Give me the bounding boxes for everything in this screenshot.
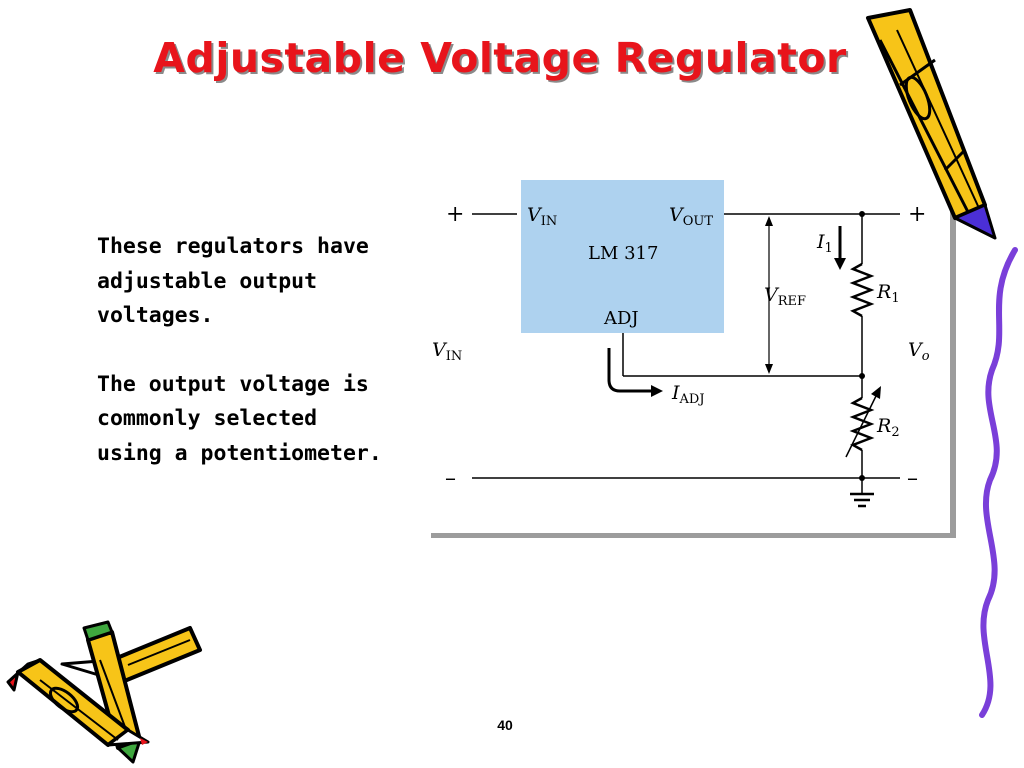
ic-vin-label: VIN — [527, 204, 557, 229]
iadj-label: IADJ — [671, 382, 705, 407]
potentiometer-arrow-head — [871, 386, 881, 399]
pencils-bottom-left-icon — [6, 620, 202, 764]
wavy-line-icon — [979, 247, 1018, 718]
vref-arrow-bottom — [765, 364, 773, 374]
ic-adj-label: ADJ — [603, 308, 639, 329]
circuit-diagram: VIN VOUT LM 317 ADJ + + VREF IADJ R1 I1 — [425, 180, 950, 533]
potentiometer-arrow-line — [845, 393, 878, 458]
page-number: 40 — [497, 717, 513, 733]
i1-label: I1 — [816, 231, 833, 256]
minus-right: – — [907, 466, 918, 491]
resistor-r1 — [849, 262, 875, 318]
pencil-top-right-icon — [866, 8, 997, 240]
vref-arrow-top — [765, 216, 773, 226]
i1-arrow-head — [834, 258, 846, 270]
lm317-block — [521, 180, 724, 333]
circuit-svg: VIN VOUT LM 317 ADJ + + VREF IADJ R1 I1 — [432, 180, 930, 508]
ic-vout-label: VOUT — [669, 204, 713, 229]
iadj-arrow-shaft — [607, 348, 657, 393]
iadj-arrow-head — [651, 385, 663, 397]
vin-side-label: VIN — [432, 339, 462, 364]
paragraph-regulators: These regulators have adjustable output … — [97, 234, 369, 328]
paragraph-output-voltage: The output voltage is commonly selected … — [97, 371, 382, 466]
resistor-r2 — [849, 396, 875, 452]
plus-left: + — [446, 202, 464, 227]
r1-label: R1 — [876, 281, 900, 306]
slide-title: Adjustable Voltage Regulator — [153, 34, 847, 82]
vref-label: VREF — [764, 284, 806, 309]
body-text: These regulators have adjustable output … — [97, 230, 387, 505]
vo-label: Vo — [908, 339, 930, 364]
r2-label: R2 — [876, 415, 900, 440]
plus-right: + — [908, 202, 926, 227]
ic-name-label: LM 317 — [588, 243, 658, 264]
minus-left: – — [445, 466, 456, 491]
